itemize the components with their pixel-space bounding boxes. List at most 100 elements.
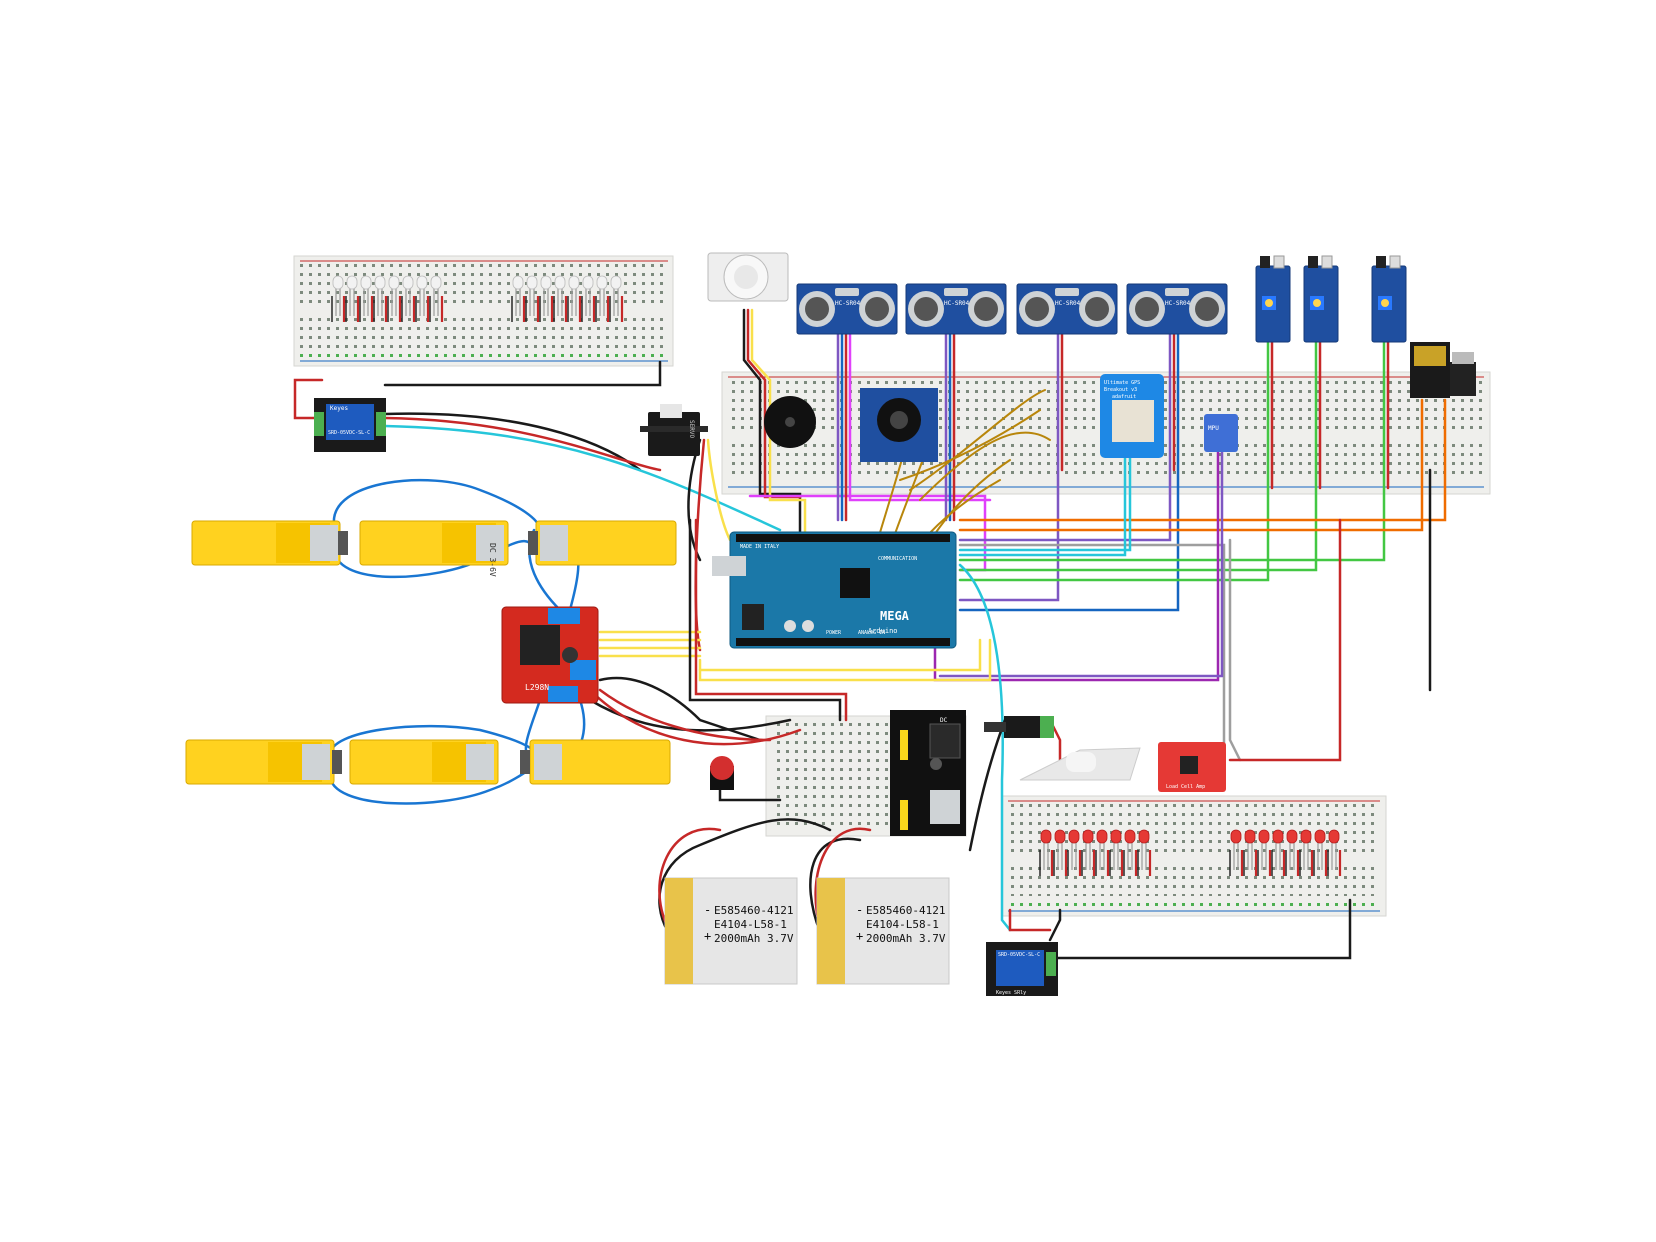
wires: [293, 308, 1447, 960]
wifi-module: [1410, 342, 1450, 398]
battery-right-minus: -: [856, 903, 863, 917]
ultrasonic-label: HC-SR04: [1055, 300, 1081, 307]
relay-top: Keyes SRD-05VDC-SL-C: [314, 398, 386, 452]
arduino-brand: Arduino: [868, 627, 898, 635]
led-white: [525, 275, 540, 322]
led-red: [1039, 829, 1054, 876]
relay-bottom-brand: Keyes SRly: [996, 990, 1026, 996]
led-white: [511, 275, 526, 322]
led-red: [1271, 829, 1286, 876]
led-red: [1109, 829, 1124, 876]
led-red: [1137, 829, 1152, 876]
arduino-communication: COMMUNICATION: [878, 556, 917, 562]
led-red: [1327, 829, 1342, 876]
driver-label: L298N: [525, 683, 549, 692]
pir-sensor: [707, 252, 789, 302]
servo-motor: SERVO: [640, 404, 708, 456]
led-row-bottom-right: [1229, 829, 1342, 876]
ir-sensor-module: [1303, 255, 1339, 343]
led-white: [429, 275, 444, 322]
motor-top-right: [528, 520, 677, 566]
led-white: [359, 275, 374, 322]
ir-sensor-module: [1371, 255, 1407, 343]
battery-left-minus: -: [704, 903, 711, 917]
led-red: [1257, 829, 1272, 876]
push-button: [710, 756, 734, 790]
ir-sensor-module: [1255, 255, 1291, 343]
arduino-model: MEGA: [880, 609, 910, 623]
ultrasonic-sensors: HC-SR04 HC-SR04 HC-SR04 HC-SR04: [796, 283, 1228, 335]
ultrasonic-sensor: HC-SR04: [1126, 283, 1228, 335]
motor-label: DC 3-6V: [488, 543, 497, 577]
gps-module: Ultimate GPS Breakout v3 adafruit: [1100, 374, 1164, 458]
led-row-bottom-left: [1039, 829, 1152, 876]
buzzer: [764, 396, 816, 448]
battery-left: - + E585460-4121 E4104-L58-1 2000mAh 3.7…: [664, 877, 798, 985]
led-red: [1285, 829, 1300, 876]
ultrasonic-sensor: HC-SR04: [1016, 283, 1118, 335]
led-white: [553, 275, 568, 322]
accelerometer-module: MPU: [1204, 414, 1238, 452]
battery-left-line2: E4104-L58-1: [714, 918, 787, 931]
relay-top-model: SRD-05VDC-SL-C: [328, 430, 370, 436]
led-white: [345, 275, 360, 322]
dc-jack: [984, 716, 1054, 738]
camera-module: [860, 388, 938, 462]
gps-line1: Ultimate GPS: [1104, 380, 1140, 386]
voltage-regulator: [1450, 352, 1476, 396]
servo-label: SERVO: [688, 420, 695, 438]
ultrasonic-sensor: HC-SR04: [905, 283, 1007, 335]
arduino-made-in: MADE IN ITALY: [740, 544, 779, 550]
led-white: [595, 275, 610, 322]
battery-left-line1: E585460-4121: [714, 904, 793, 917]
led-red: [1067, 829, 1082, 876]
breadboard-top-left: [293, 255, 674, 367]
led-red: [1053, 829, 1068, 876]
load-cell-amplifier: Load Cell Amp: [1158, 742, 1226, 792]
arduino-mega: MEGA Arduino MADE IN ITALY COMMUNICATION…: [712, 531, 957, 649]
led-red: [1229, 829, 1244, 876]
motor-top-center: DC 3-6V: [359, 520, 509, 577]
relay-top-brand: Keyes: [330, 405, 348, 412]
ir-sensor-modules: [1255, 255, 1407, 343]
led-white: [331, 275, 346, 322]
ultrasonic-sensor: HC-SR04: [796, 283, 898, 335]
relay-bottom: SRD-05VDC-SL-C Keyes SRly: [986, 942, 1058, 996]
motor-bottom-center: [349, 739, 499, 785]
ultrasonic-label: HC-SR04: [1165, 300, 1191, 307]
led-red: [1313, 829, 1328, 876]
battery-right-plus: +: [856, 929, 863, 943]
gps-line2: Breakout v3: [1104, 387, 1137, 393]
arduino-power: POWER: [826, 630, 842, 636]
led-red: [1243, 829, 1258, 876]
ultrasonic-label: HC-SR04: [944, 300, 970, 307]
arduino-analog-in: ANALOG IN: [858, 630, 885, 636]
battery-right: - + E585460-4121 E4104-L58-1 2000mAh 3.7…: [816, 877, 950, 985]
led-red: [1095, 829, 1110, 876]
led-white: [401, 275, 416, 322]
battery-right-line1: E585460-4121: [866, 904, 945, 917]
led-white: [581, 275, 596, 322]
led-white: [387, 275, 402, 322]
relay-bottom-model: SRD-05VDC-SL-C: [998, 952, 1040, 958]
led-white: [539, 275, 554, 322]
led-row-top-left: [331, 275, 444, 322]
led-white: [609, 275, 624, 322]
motor-bottom-right: [520, 739, 671, 785]
battery-right-line2: E4104-L58-1: [866, 918, 939, 931]
load-cell-amp-label: Load Cell Amp: [1166, 784, 1205, 790]
battery-left-line3: 2000mAh 3.7V: [714, 932, 794, 945]
accelerometer-label: MPU: [1208, 425, 1219, 432]
gps-line3: adafruit: [1112, 394, 1136, 400]
ultrasonic-label: HC-SR04: [835, 300, 861, 307]
power-supply-module: DC: [890, 710, 966, 836]
led-white: [373, 275, 388, 322]
motor-bottom-left: [185, 739, 342, 785]
led-white: [567, 275, 582, 322]
battery-left-plus: +: [704, 929, 711, 943]
led-red: [1123, 829, 1138, 876]
load-cell: [1019, 747, 1141, 781]
led-red: [1299, 829, 1314, 876]
motor-driver-l298n: L298N: [501, 606, 599, 704]
